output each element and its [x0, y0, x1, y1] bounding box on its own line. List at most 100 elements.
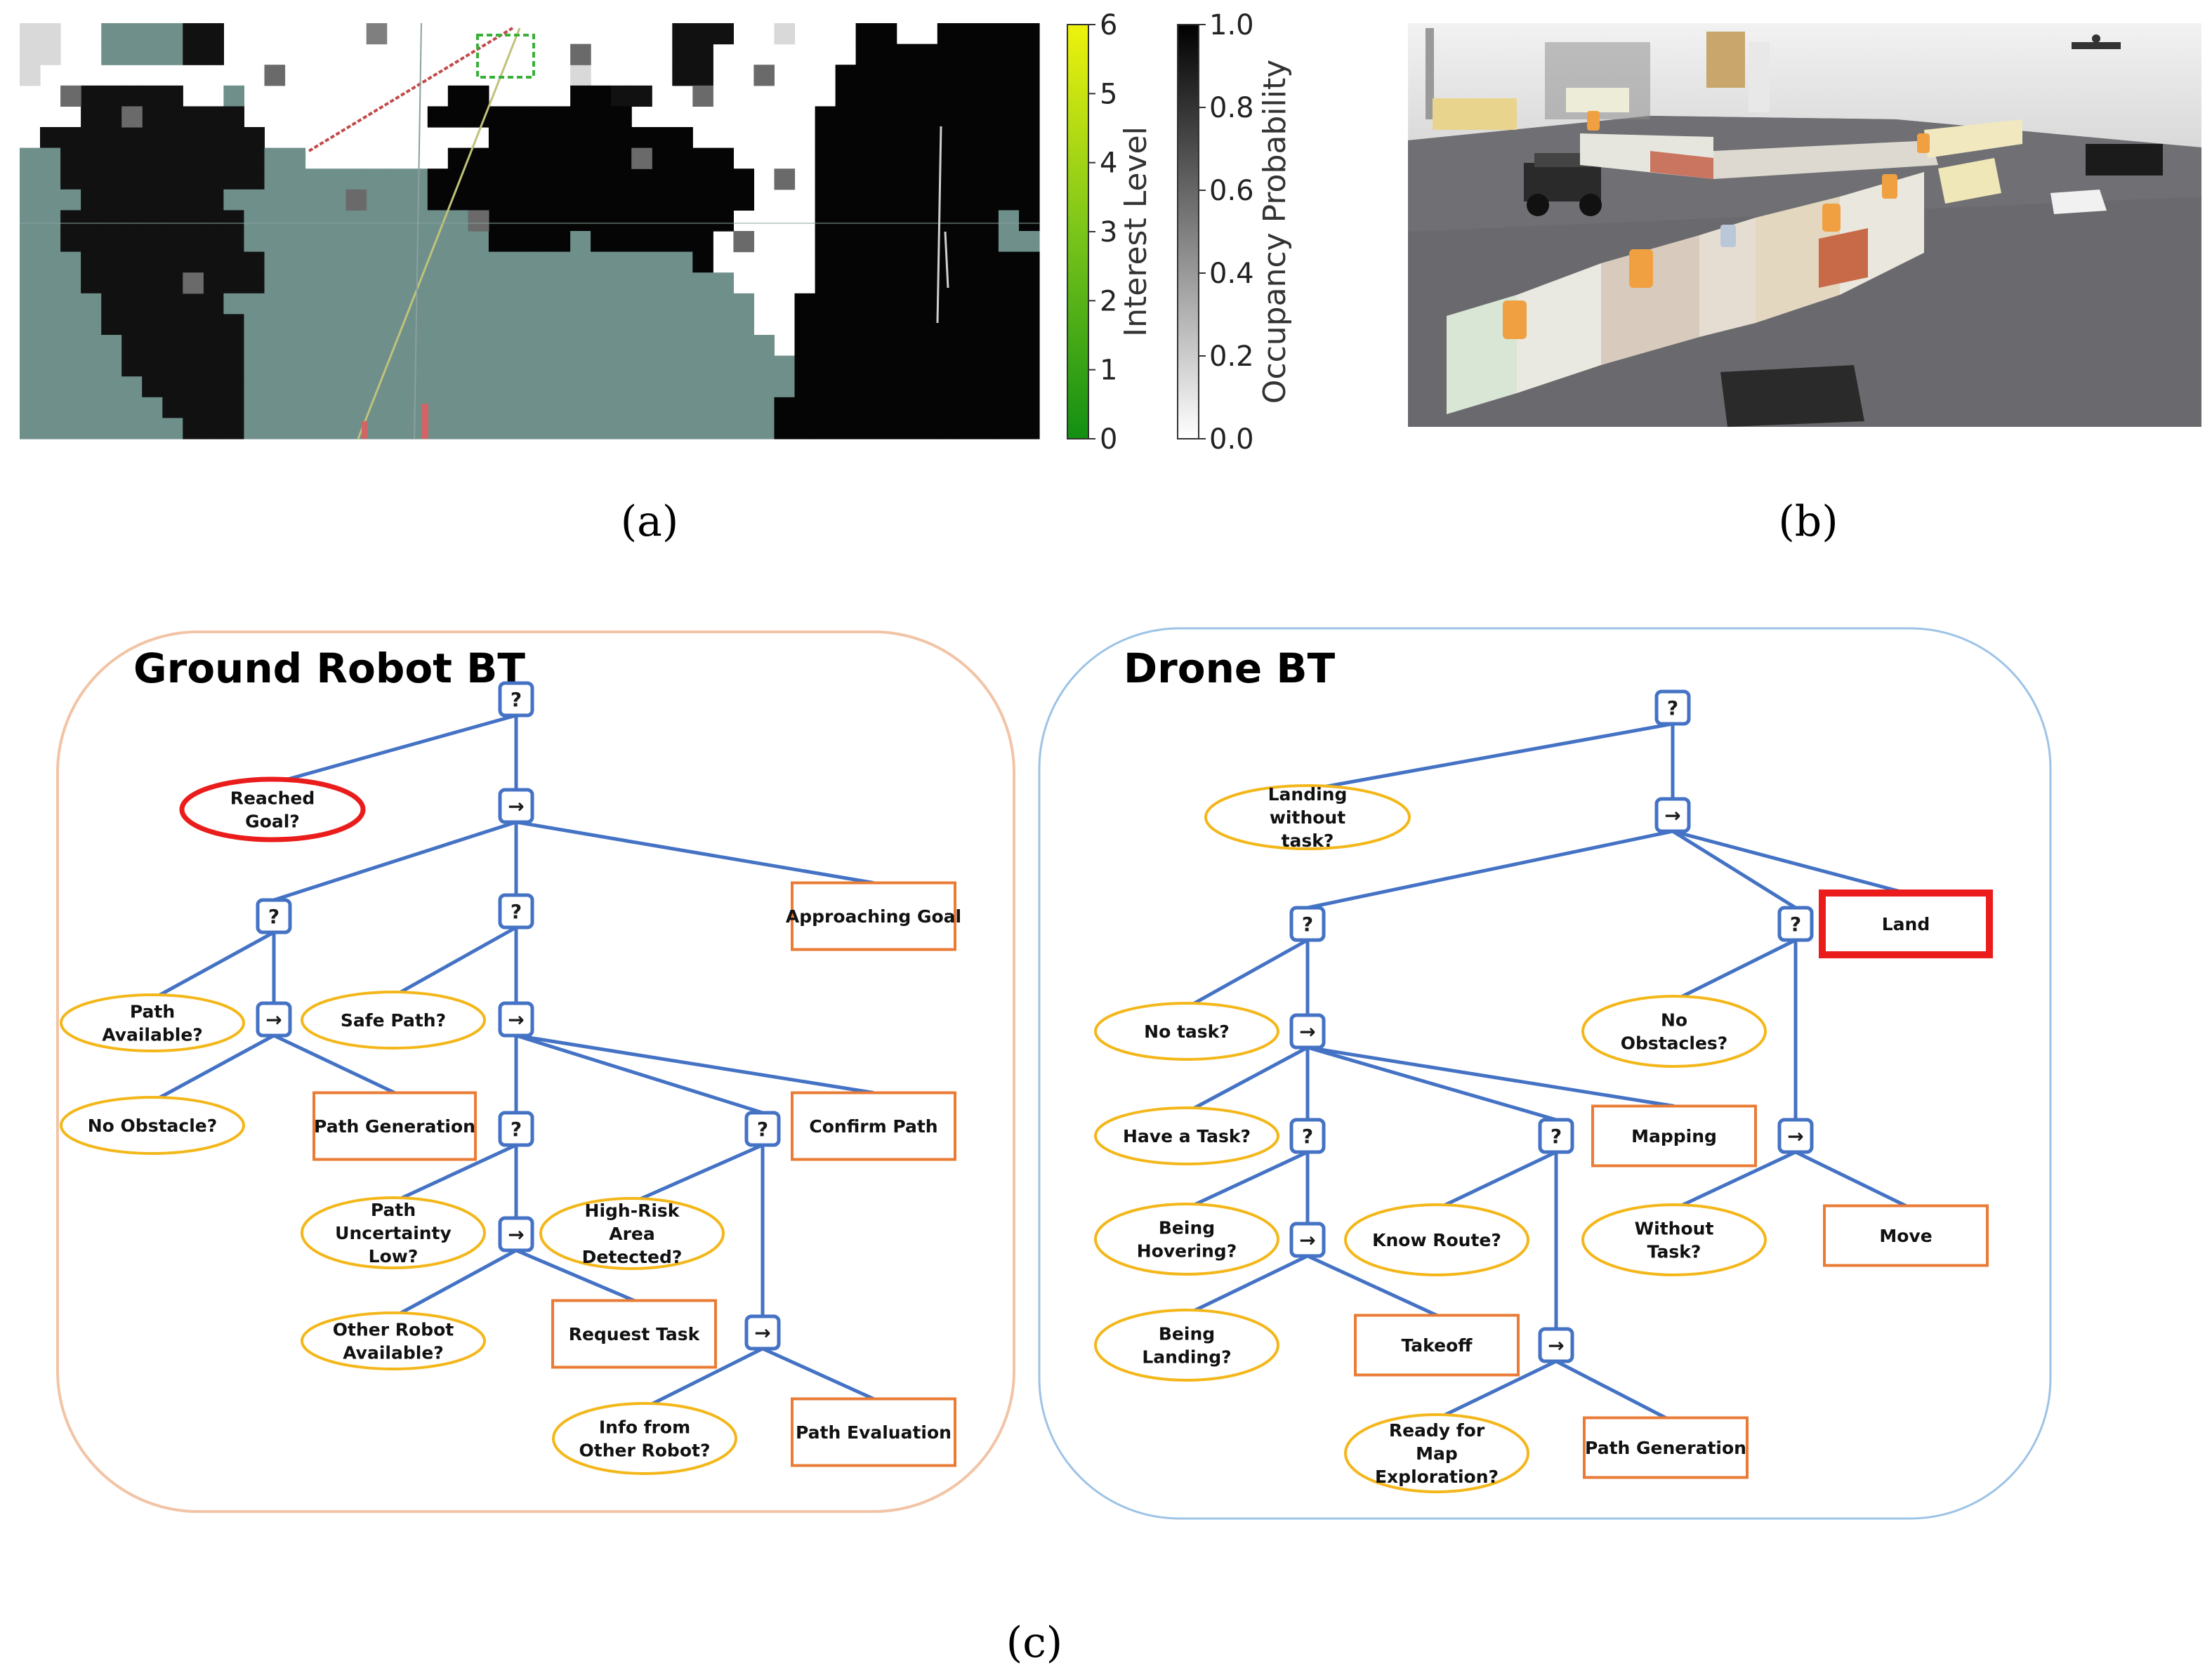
node-label: No Obstacle?: [88, 1116, 218, 1136]
node-label: Safe Path?: [341, 1010, 446, 1031]
fallback-symbol: ?: [511, 1118, 522, 1141]
tree-edge: [761, 1347, 875, 1401]
tree-edge: [1307, 1045, 1675, 1108]
tree-edge: [392, 925, 518, 998]
sequence-arrow: →: [1299, 1229, 1315, 1252]
sequence-node: →: [1654, 797, 1691, 833]
tree-edge: [151, 1033, 275, 1104]
tree-edge: [272, 713, 517, 786]
node-label: Confirm Path: [809, 1116, 937, 1137]
tree-edge: [272, 1033, 396, 1094]
tree-edge: [1185, 1150, 1309, 1210]
occupancy-colorbar-label: Occupancy Probability: [1257, 60, 1293, 404]
node-label: Approaching Goal: [786, 906, 961, 927]
tree-edge: [515, 1033, 874, 1094]
fallback-symbol: ?: [511, 900, 522, 923]
sequence-node: →: [1538, 1327, 1574, 1363]
action-node: Path Generation: [312, 1091, 477, 1161]
occupancy-tick-label: 0.2: [1209, 340, 1254, 373]
ground-bt-title: Ground Robot BT: [133, 644, 525, 692]
node-label: Know Route?: [1372, 1230, 1501, 1250]
node-label: Land: [1882, 914, 1930, 934]
sequence-arrow: →: [1548, 1334, 1564, 1357]
sequence-node: →: [256, 1001, 292, 1038]
fallback-node: ?: [1538, 1118, 1574, 1154]
sequence-arrow: →: [508, 1008, 524, 1031]
sequence-arrow: →: [1664, 804, 1680, 827]
caption-a: (a): [621, 497, 679, 546]
sequence-arrow: →: [754, 1321, 770, 1344]
tree-edge: [1185, 938, 1309, 1010]
occupancy-tick-label: 0.4: [1209, 258, 1254, 290]
tree-edge: [1673, 1150, 1797, 1211]
fallback-node: ?: [1777, 906, 1814, 942]
interest-tick-label: 0: [1100, 423, 1117, 456]
fallback-symbol: ?: [1302, 1125, 1313, 1148]
node-label: Request Task: [569, 1324, 701, 1344]
fallback-node: ?: [1289, 906, 1326, 942]
sequence-node: →: [1289, 1013, 1326, 1050]
occupancy-tick-label: 0.8: [1209, 92, 1254, 124]
sequence-node: →: [744, 1314, 781, 1351]
node-label: No task?: [1144, 1021, 1230, 1042]
node-label: Path Generation: [1585, 1438, 1746, 1458]
condition-node: No task?: [1094, 1002, 1279, 1061]
node-label: Move: [1879, 1226, 1932, 1246]
occupancy-tick-label: 1.0: [1209, 9, 1254, 41]
action-node: Mapping: [1591, 1104, 1757, 1168]
tree-edge: [1307, 722, 1673, 792]
fallback-node: ?: [256, 898, 292, 934]
tree-edge: [1306, 1254, 1438, 1317]
action-node: Confirm Path: [791, 1091, 956, 1161]
sequence-node: →: [498, 1216, 534, 1252]
tree-edge: [1185, 1045, 1309, 1114]
tree-edge: [1794, 1150, 1907, 1208]
tree-edge: [392, 1248, 518, 1319]
fallback-node: ?: [498, 893, 534, 930]
bt-edges: [151, 713, 1907, 1421]
interest-tick-label: 4: [1100, 147, 1117, 180]
sequence-node: →: [498, 1001, 534, 1038]
fallback-node: ?: [498, 681, 534, 717]
node-label: Path Evaluation: [796, 1422, 952, 1443]
action-node: Path Evaluation: [791, 1397, 956, 1467]
tree-edge: [1673, 938, 1797, 1003]
tree-edge: [1185, 1254, 1309, 1316]
fallback-node: ?: [744, 1111, 781, 1147]
action-node: Move: [1823, 1204, 1989, 1267]
interest-tick-label: 3: [1100, 216, 1117, 249]
tree-edge: [1435, 1150, 1558, 1211]
occupancy-tick-label: 0.0: [1209, 423, 1254, 456]
fallback-symbol: ?: [268, 905, 279, 928]
action-node: Approaching Goal: [786, 881, 961, 951]
fallback-node: ?: [1289, 1118, 1326, 1154]
condition-node: No Obstacle?: [60, 1096, 245, 1155]
sequence-node: →: [1289, 1222, 1326, 1258]
caption-b: (b): [1778, 497, 1838, 546]
tree-edge: [1307, 829, 1673, 910]
occupancy-colorbar: 0.0 0.2 0.4 0.6 0.8 1.0 Occupancy Probability: [1177, 9, 1293, 456]
interest-tick-label: 6: [1100, 9, 1117, 41]
node-label: Takeoff: [1401, 1335, 1473, 1356]
occupancy-tick-label: 0.6: [1209, 175, 1254, 207]
tree-edge: [515, 820, 874, 885]
action-node: Request Task: [551, 1299, 717, 1369]
fallback-symbol: ?: [1302, 913, 1313, 936]
interest-tick-label: 2: [1100, 285, 1117, 317]
